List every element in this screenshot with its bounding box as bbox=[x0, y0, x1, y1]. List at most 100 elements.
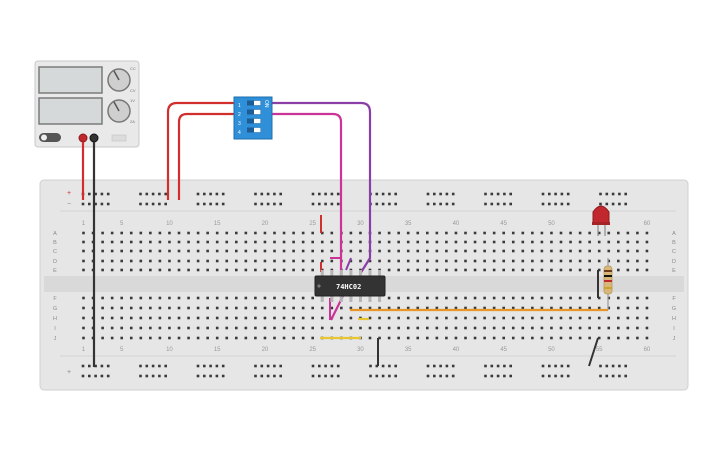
breadboard-hole[interactable] bbox=[82, 326, 85, 330]
breadboard-hole[interactable] bbox=[636, 316, 639, 320]
breadboard-hole[interactable] bbox=[521, 306, 525, 310]
breadboard-hole[interactable] bbox=[617, 326, 620, 330]
breadboard-hole[interactable] bbox=[550, 306, 553, 310]
breadboard-hole[interactable] bbox=[244, 296, 248, 300]
breadboard-hole[interactable] bbox=[406, 231, 410, 235]
breadboard-hole[interactable] bbox=[626, 259, 630, 263]
breadboard-hole[interactable] bbox=[540, 259, 544, 263]
breadboard-hole[interactable] bbox=[215, 249, 219, 253]
breadboard-hole[interactable] bbox=[492, 316, 496, 320]
rail-hole[interactable] bbox=[451, 192, 455, 196]
breadboard-hole[interactable] bbox=[177, 240, 181, 244]
breadboard-hole[interactable] bbox=[215, 268, 219, 272]
breadboard-hole[interactable] bbox=[158, 259, 162, 263]
breadboard-hole[interactable] bbox=[273, 268, 276, 272]
breadboard-hole[interactable] bbox=[129, 240, 133, 244]
rail-hole[interactable] bbox=[541, 364, 545, 368]
breadboard-hole[interactable] bbox=[521, 249, 525, 253]
breadboard-hole[interactable] bbox=[244, 249, 248, 253]
breadboard-hole[interactable] bbox=[101, 296, 104, 300]
breadboard-hole[interactable] bbox=[626, 231, 630, 235]
breadboard-hole[interactable] bbox=[330, 259, 334, 263]
breadboard-hole[interactable] bbox=[254, 249, 257, 253]
breadboard-hole[interactable] bbox=[244, 306, 248, 310]
breadboard-hole[interactable] bbox=[311, 231, 314, 235]
breadboard-hole[interactable] bbox=[636, 306, 639, 310]
rail-hole[interactable] bbox=[215, 364, 219, 368]
breadboard-hole[interactable] bbox=[187, 336, 190, 340]
breadboard-hole[interactable] bbox=[406, 259, 410, 263]
breadboard-hole[interactable] bbox=[492, 306, 496, 310]
breadboard-hole[interactable] bbox=[187, 249, 190, 253]
breadboard-hole[interactable] bbox=[235, 259, 238, 263]
rail-hole[interactable] bbox=[151, 192, 155, 196]
breadboard-hole[interactable] bbox=[607, 326, 611, 330]
breadboard-hole[interactable] bbox=[301, 249, 305, 253]
rail-hole[interactable] bbox=[605, 202, 609, 206]
rail-hole[interactable] bbox=[388, 374, 391, 378]
negative-terminal[interactable] bbox=[89, 133, 99, 143]
rail-hole[interactable] bbox=[318, 202, 321, 206]
rail-hole[interactable] bbox=[509, 374, 512, 378]
rail-hole[interactable] bbox=[503, 202, 506, 206]
breadboard-hole[interactable] bbox=[559, 268, 563, 272]
rail-hole[interactable] bbox=[541, 374, 545, 378]
breadboard-hole[interactable] bbox=[645, 306, 649, 310]
breadboard-hole[interactable] bbox=[196, 326, 200, 330]
breadboard-hole[interactable] bbox=[521, 296, 525, 300]
breadboard-hole[interactable] bbox=[282, 326, 286, 330]
rail-hole[interactable] bbox=[381, 364, 385, 368]
breadboard-hole[interactable] bbox=[416, 326, 420, 330]
rail-hole[interactable] bbox=[484, 192, 487, 196]
rail-hole[interactable] bbox=[260, 202, 264, 206]
rail-hole[interactable] bbox=[151, 374, 155, 378]
breadboard-hole[interactable] bbox=[196, 306, 200, 310]
breadboard-hole[interactable] bbox=[168, 336, 171, 340]
rail-hole[interactable] bbox=[394, 374, 397, 378]
rail-hole[interactable] bbox=[266, 374, 270, 378]
breadboard-hole[interactable] bbox=[292, 316, 295, 320]
rail-hole[interactable] bbox=[336, 202, 340, 206]
breadboard-hole[interactable] bbox=[349, 259, 353, 263]
rail-hole[interactable] bbox=[541, 202, 545, 206]
breadboard-hole[interactable] bbox=[531, 249, 534, 253]
breadboard-hole[interactable] bbox=[645, 336, 649, 340]
rail-hole[interactable] bbox=[560, 374, 564, 378]
breadboard-hole[interactable] bbox=[120, 316, 123, 320]
purple-jumper[interactable] bbox=[345, 257, 352, 271]
breadboard-hole[interactable] bbox=[445, 326, 448, 330]
breadboard-hole[interactable] bbox=[559, 306, 563, 310]
rail-hole[interactable] bbox=[209, 374, 212, 378]
breadboard-hole[interactable] bbox=[569, 268, 572, 272]
breadboard-hole[interactable] bbox=[196, 316, 200, 320]
breadboard-hole[interactable] bbox=[254, 326, 257, 330]
breadboard-hole[interactable] bbox=[617, 336, 620, 340]
breadboard-hole[interactable] bbox=[292, 296, 295, 300]
rail-hole[interactable] bbox=[554, 374, 557, 378]
breadboard-hole[interactable] bbox=[254, 296, 257, 300]
rail-hole[interactable] bbox=[209, 202, 212, 206]
rail-hole[interactable] bbox=[509, 364, 512, 368]
breadboard-hole[interactable] bbox=[645, 326, 649, 330]
breadboard-hole[interactable] bbox=[292, 249, 295, 253]
breadboard-hole[interactable] bbox=[158, 336, 162, 340]
breadboard-hole[interactable] bbox=[387, 259, 391, 263]
breadboard-hole[interactable] bbox=[235, 240, 238, 244]
breadboard-hole[interactable] bbox=[311, 336, 314, 340]
breadboard-hole[interactable] bbox=[273, 231, 276, 235]
breadboard-hole[interactable] bbox=[387, 316, 391, 320]
breadboard-hole[interactable] bbox=[168, 326, 171, 330]
breadboard-hole[interactable] bbox=[120, 296, 123, 300]
breadboard-hole[interactable] bbox=[483, 336, 486, 340]
breadboard-hole[interactable] bbox=[158, 240, 162, 244]
breadboard-hole[interactable] bbox=[502, 231, 505, 235]
rail-hole[interactable] bbox=[145, 202, 149, 206]
breadboard-hole[interactable] bbox=[626, 240, 630, 244]
breadboard-hole[interactable] bbox=[578, 316, 582, 320]
breadboard-hole[interactable] bbox=[454, 268, 458, 272]
breadboard-hole[interactable] bbox=[550, 296, 553, 300]
breadboard-hole[interactable] bbox=[540, 326, 544, 330]
rail-hole[interactable] bbox=[426, 192, 430, 196]
breadboard-hole[interactable] bbox=[292, 326, 295, 330]
breadboard-hole[interactable] bbox=[406, 306, 410, 310]
